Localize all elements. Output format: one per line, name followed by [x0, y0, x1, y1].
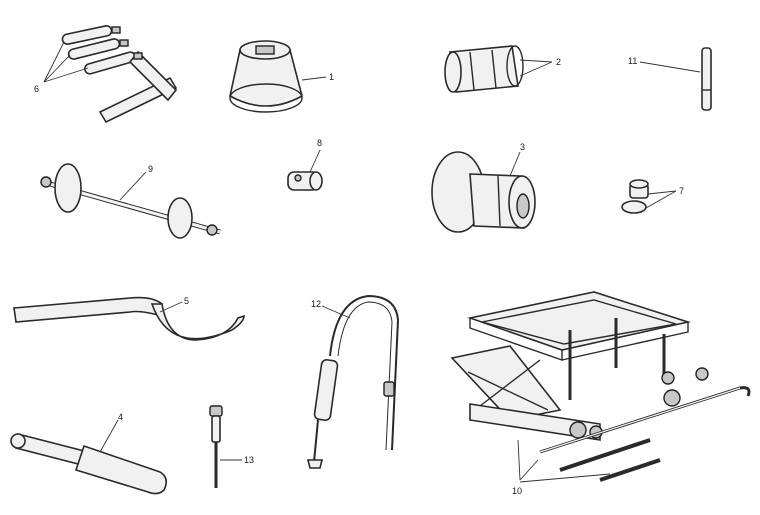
tool-9-bearing-puller: 9: [40, 163, 221, 239]
tool-13-valve-adapter: 13: [209, 405, 254, 488]
callout-9: 9: [148, 164, 153, 174]
callout-10: 10: [512, 486, 522, 496]
tool-12-u-probe: 12: [306, 294, 400, 469]
callout-4: 4: [118, 412, 123, 422]
callout-5: 5: [184, 296, 189, 306]
tool-8-adapter: 8: [287, 138, 323, 191]
callout-3: 3: [520, 142, 525, 152]
callout-13: 13: [244, 455, 254, 465]
tool-7-nut-adapters: 7: [621, 179, 684, 214]
callout-1: 1: [329, 72, 334, 82]
tool-11-pin-punch: 11: [628, 47, 712, 111]
callout-12: 12: [311, 299, 321, 309]
tool-3-flanged-drift: 3: [431, 142, 536, 233]
tool-10-jack-stand: 10: [450, 291, 751, 496]
callout-6-pins: 6: [34, 84, 39, 94]
tool-4-handle-driver: 4: [10, 412, 168, 495]
callout-7: 7: [679, 186, 684, 196]
callout-2: 2: [556, 57, 561, 67]
callout-11: 11: [628, 56, 637, 66]
tool-2-split-bushing: 2: [444, 45, 561, 93]
tool-5-c-spanner: 5: [13, 296, 245, 341]
callout-8: 8: [317, 138, 322, 148]
tool-1-socket-cup: 1: [229, 40, 334, 113]
tool-6-pin-set: 6: [34, 25, 178, 124]
